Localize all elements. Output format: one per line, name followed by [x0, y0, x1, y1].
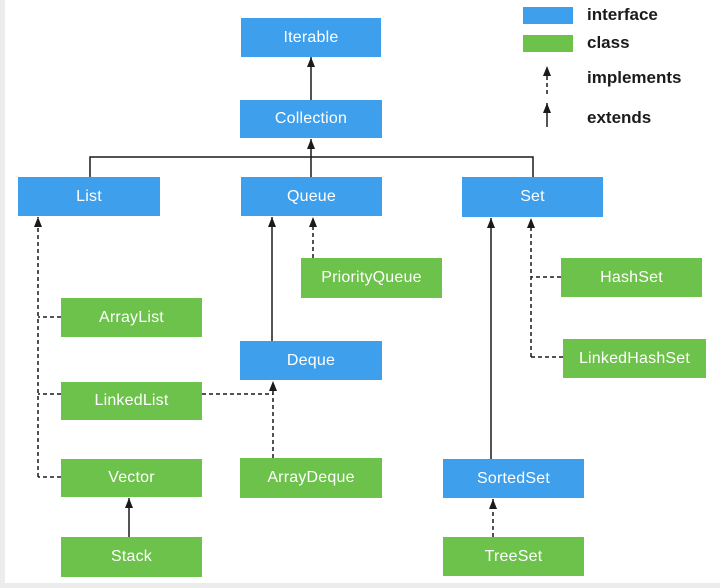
node-hashset: HashSet: [561, 258, 702, 297]
edge-hashset-linkedhashset-implement-set: [531, 218, 563, 358]
node-collection: Collection: [240, 100, 382, 138]
node-list: List: [18, 177, 160, 216]
edge-list-queue-set-extend-collection: [89, 139, 534, 177]
node-vector: Vector: [61, 459, 202, 497]
node-arraylist: ArrayList: [61, 298, 202, 337]
legend-interface-swatch: [523, 7, 573, 24]
legend-class-label: class: [587, 33, 630, 52]
node-queue: Queue: [241, 177, 382, 216]
node-sortedset: SortedSet: [443, 459, 584, 498]
node-stack: Stack: [61, 537, 202, 577]
page-edge-left: [0, 0, 5, 588]
node-arraydeque: ArrayDeque: [240, 458, 382, 498]
node-deque: Deque: [240, 341, 382, 380]
legend-implements-label: implements: [587, 68, 682, 87]
legend-class-swatch: [523, 35, 573, 52]
edge-linkedlist-arraydeque-implement-deque: [202, 381, 273, 458]
legend-interface-label: interface: [587, 5, 658, 24]
node-iterable: Iterable: [241, 18, 381, 57]
node-linkedlist: LinkedList: [61, 382, 202, 420]
node-linkedhashset: LinkedHashSet: [563, 339, 706, 378]
node-set: Set: [462, 177, 603, 217]
node-treeset: TreeSet: [443, 537, 584, 576]
legend-extends-label: extends: [587, 108, 652, 127]
page-edge-bottom: [0, 583, 720, 588]
node-priorityqueue: PriorityQueue: [301, 258, 442, 298]
edge-arraylist-linkedlist-vector-implement-list: [38, 217, 61, 478]
